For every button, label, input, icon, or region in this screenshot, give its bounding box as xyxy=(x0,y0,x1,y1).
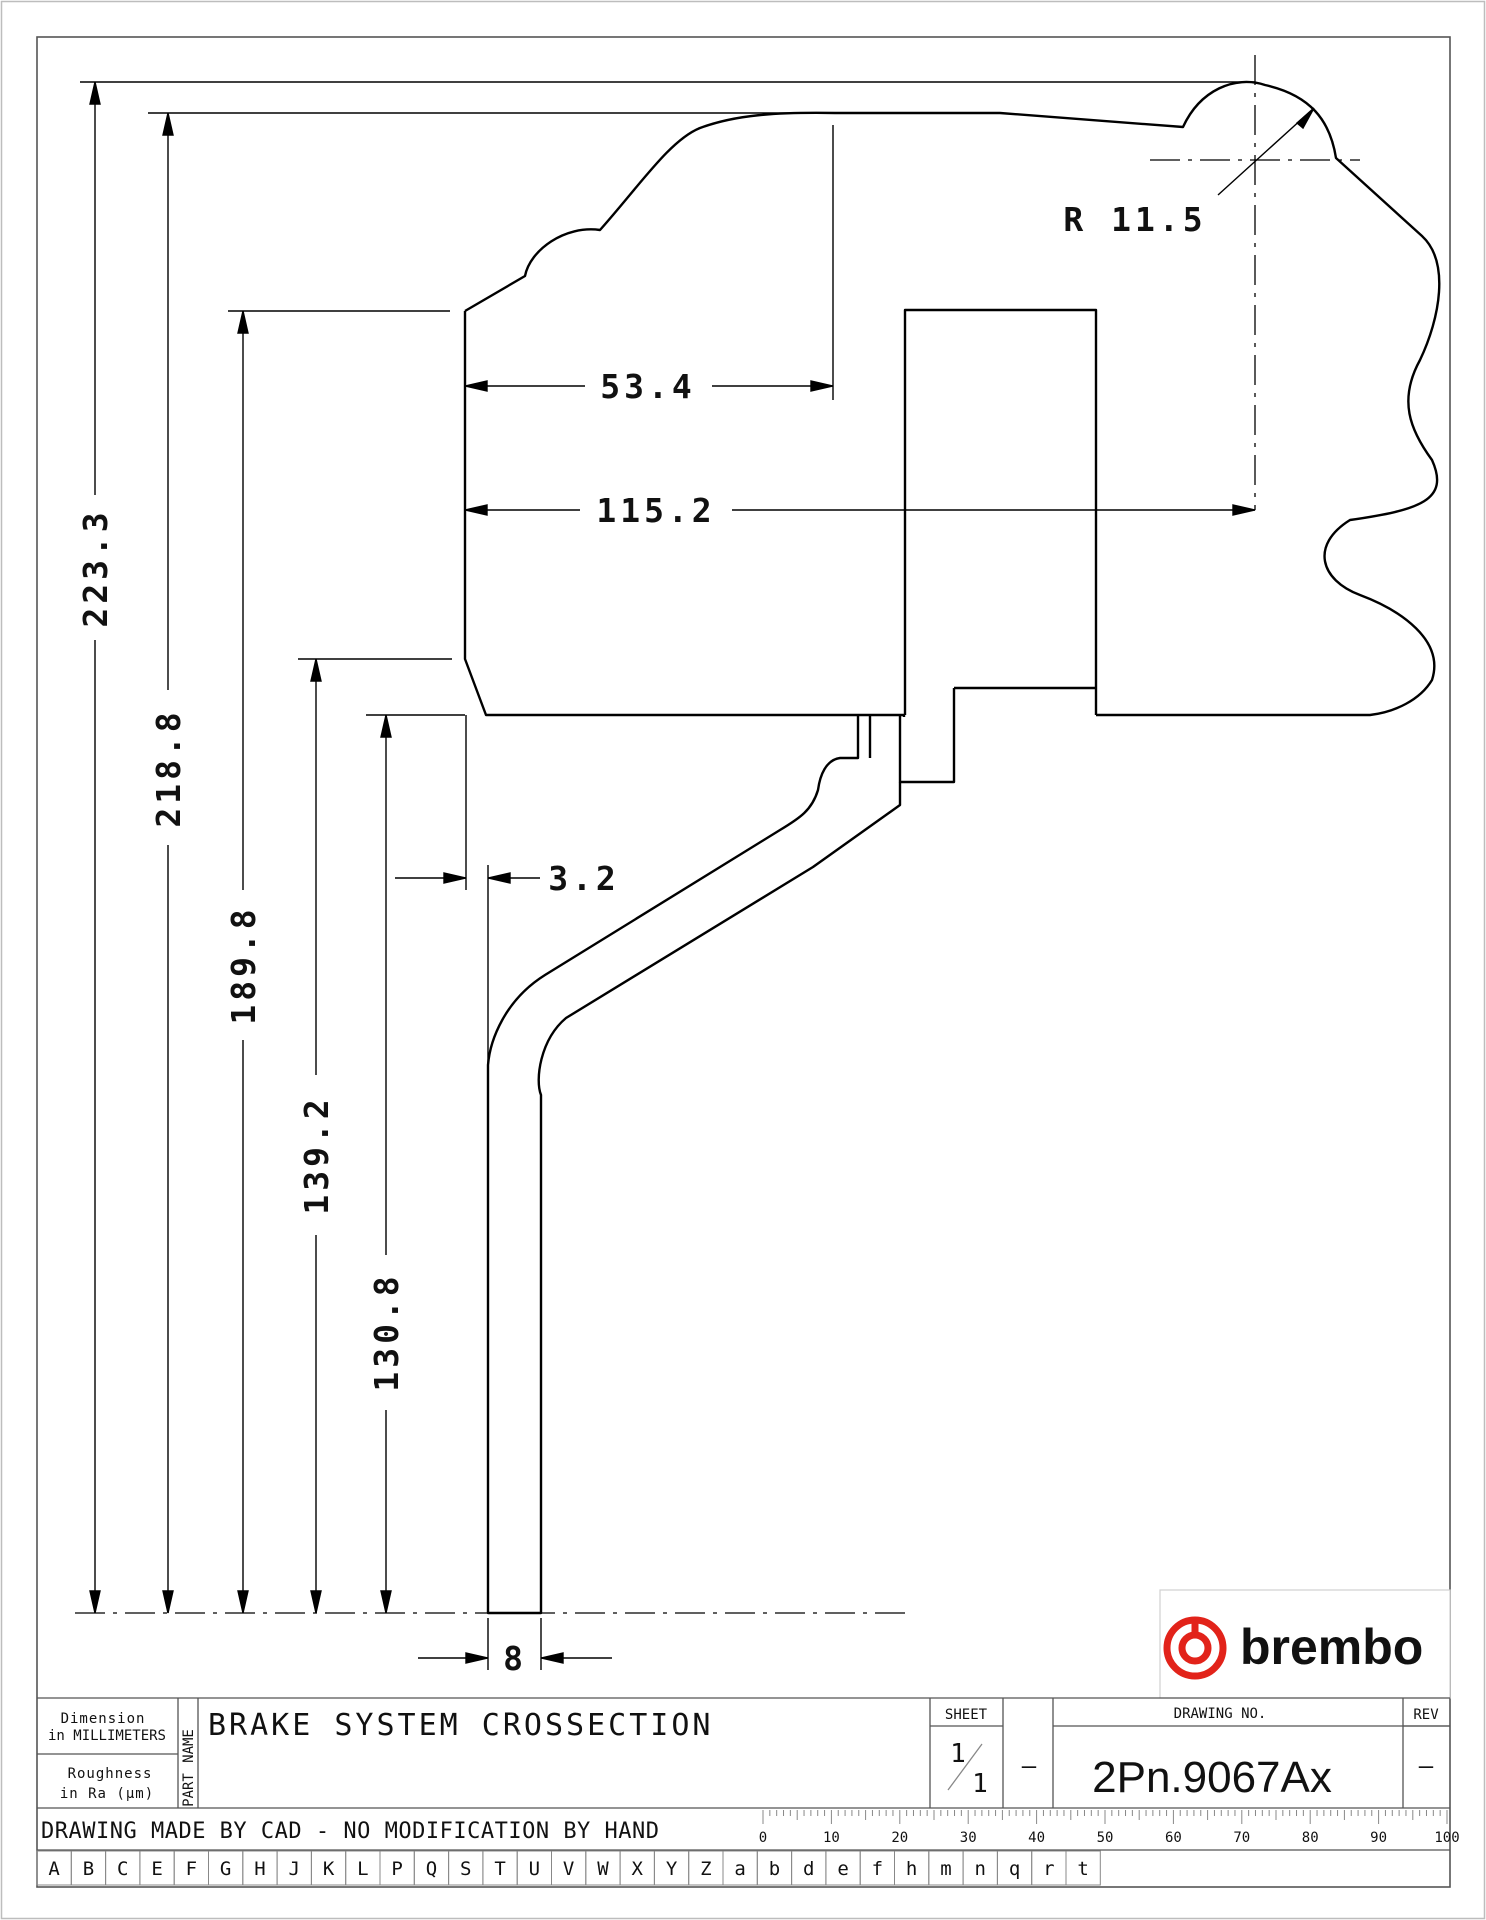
sheet-dash: — xyxy=(1022,1752,1037,1780)
dimension-lines xyxy=(80,81,1315,1670)
hat-step xyxy=(486,716,902,1615)
grid-letter: F xyxy=(186,1858,197,1880)
scale-label: 90 xyxy=(1370,1830,1387,1846)
units-line1: Dimension xyxy=(61,1711,146,1727)
grid-letter: L xyxy=(357,1858,368,1880)
caliper-left-edge xyxy=(463,311,904,717)
grid-letter: C xyxy=(117,1858,128,1880)
pad-step xyxy=(898,686,1096,784)
grid-letter: G xyxy=(220,1858,231,1880)
grid-letter: K xyxy=(323,1858,335,1880)
sheet-number: 1 xyxy=(950,1739,966,1769)
roughness-line2: in Ra (µm) xyxy=(60,1786,154,1802)
scale-label: 0 xyxy=(759,1830,767,1846)
cad-note: DRAWING MADE BY CAD - NO MODIFICATION BY… xyxy=(41,1819,660,1844)
scale-label: 20 xyxy=(891,1830,908,1846)
dim-thickness: 8 xyxy=(503,1639,527,1678)
dim-depth-inner: 53.4 xyxy=(600,367,695,406)
scale-label: 80 xyxy=(1302,1830,1319,1846)
grid-letter: J xyxy=(289,1858,300,1880)
grid-letter: e xyxy=(837,1858,848,1880)
grid-letter: E xyxy=(151,1858,162,1880)
sheet-total: 1 xyxy=(972,1769,988,1799)
dim-upper-height: 218.8 xyxy=(149,708,188,827)
grid-letter: h xyxy=(906,1858,917,1880)
brembo-logo: brembo xyxy=(1159,1589,1451,1699)
grid-letter: Z xyxy=(700,1858,711,1880)
grid-letter: X xyxy=(632,1858,644,1880)
brembo-mark-icon xyxy=(1163,1616,1227,1680)
dim-depth-outer: 115.2 xyxy=(596,491,715,530)
sheet-label: SHEET xyxy=(945,1707,988,1723)
dim-offset: 3.2 xyxy=(548,859,620,898)
piston-slot xyxy=(903,308,1098,715)
grid-letter: f xyxy=(872,1858,883,1880)
grid-letter: H xyxy=(254,1858,265,1880)
scale-label: 40 xyxy=(1028,1830,1045,1846)
caliper-top-profile xyxy=(464,80,1441,717)
grid-letter: V xyxy=(563,1858,574,1880)
grid-letter: W xyxy=(597,1858,609,1880)
grid-letter: b xyxy=(769,1858,780,1880)
grid-letter: B xyxy=(83,1858,94,1880)
grid-letter: d xyxy=(803,1858,814,1880)
scale-label: 70 xyxy=(1233,1830,1250,1846)
roughness-line1: Roughness xyxy=(68,1766,153,1782)
grid-letter: m xyxy=(940,1858,951,1880)
center-lines xyxy=(75,55,1360,1614)
scale-label: 100 xyxy=(1434,1830,1459,1846)
grid-letter: A xyxy=(48,1858,60,1880)
scale-label: 10 xyxy=(823,1830,840,1846)
part-outline xyxy=(463,80,1441,1615)
grid-letter: a xyxy=(734,1858,745,1880)
units-line2: in MILLIMETERS xyxy=(48,1728,166,1744)
grid-letter: T xyxy=(494,1858,505,1880)
grid-letter: Y xyxy=(666,1858,678,1880)
drawing-no: 2Pn.9067Ax xyxy=(1092,1753,1332,1802)
scale-labels: 0 10 20 30 40 50 60 70 80 90 100 xyxy=(759,1830,1460,1846)
rev-label: REV xyxy=(1413,1707,1439,1723)
name-label: NAME xyxy=(181,1729,197,1763)
drawing-frame xyxy=(36,36,1451,1888)
logo-text: brembo xyxy=(1240,1619,1423,1675)
title-block xyxy=(37,1697,1450,1851)
grid-letter: r xyxy=(1043,1858,1054,1880)
dim-mid-height: 139.2 xyxy=(297,1095,336,1214)
grid-letter: P xyxy=(391,1858,402,1880)
scale-label: 30 xyxy=(960,1830,977,1846)
dim-body-height: 189.8 xyxy=(224,905,263,1024)
grid-letter: t xyxy=(1077,1858,1088,1880)
part-label: PART xyxy=(181,1773,197,1807)
grid-letter: n xyxy=(975,1858,986,1880)
grid-letter: S xyxy=(460,1858,471,1880)
part-name: BRAKE SYSTEM CROSSECTION xyxy=(208,1708,713,1743)
grid-letter: Q xyxy=(426,1858,437,1880)
dim-overall-height: 223.3 xyxy=(76,508,115,627)
scale-label: 50 xyxy=(1097,1830,1114,1846)
scale-label: 60 xyxy=(1165,1830,1182,1846)
scale-ruler xyxy=(762,1810,1448,1824)
dim-hat-height: 130.8 xyxy=(367,1272,406,1391)
dim-radius: R 11.5 xyxy=(1063,200,1206,239)
grid-letter: q xyxy=(1009,1858,1020,1880)
drawing-no-label: DRAWING NO. xyxy=(1174,1706,1267,1722)
grid-cell xyxy=(1065,1850,1101,1886)
rev-value: — xyxy=(1419,1752,1434,1780)
grid-letter: U xyxy=(529,1858,540,1880)
